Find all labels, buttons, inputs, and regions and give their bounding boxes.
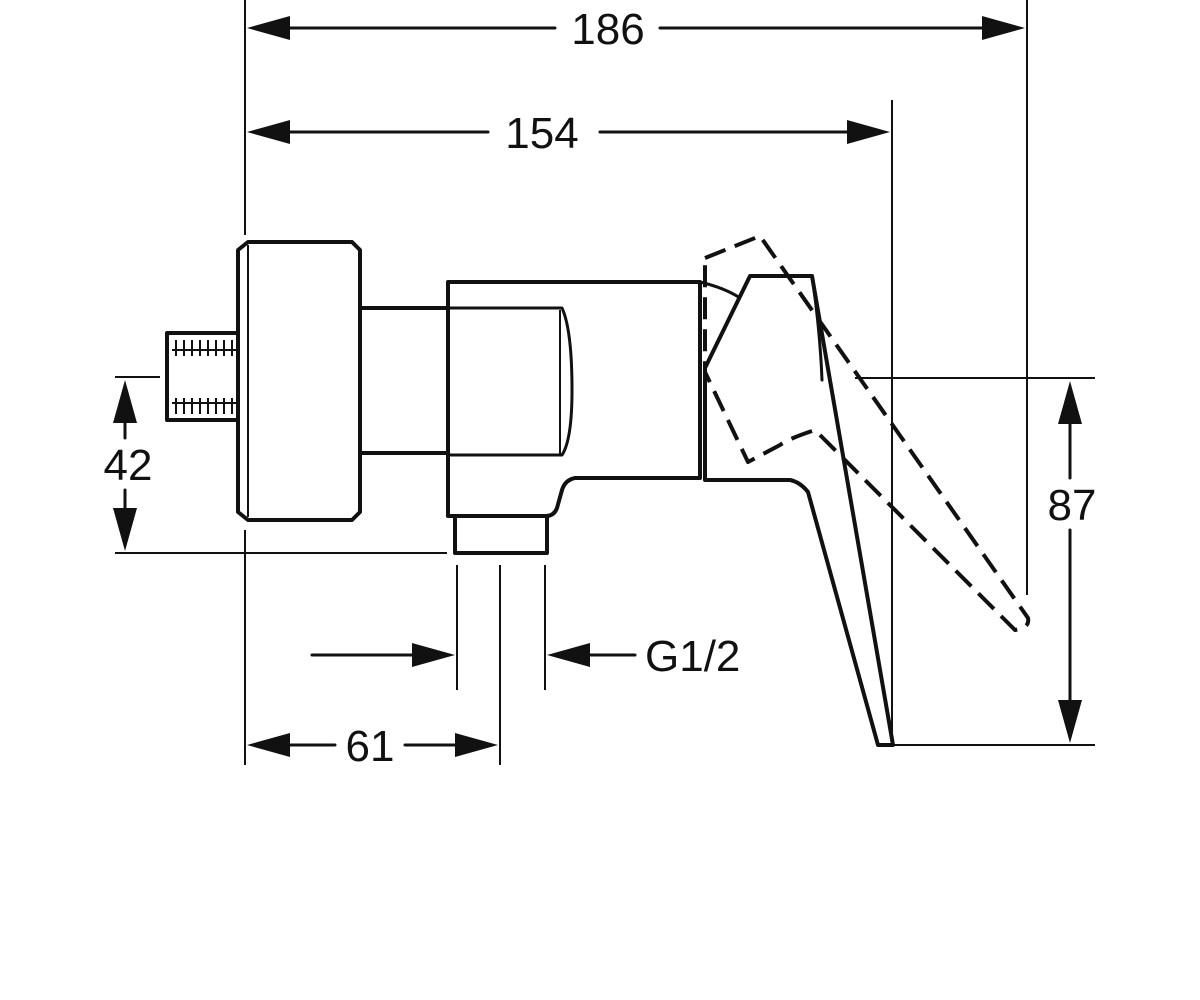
faucet-body <box>165 234 1031 747</box>
outlet-nozzle <box>453 514 549 555</box>
body-length-label: 154 <box>505 109 578 158</box>
dimension-thread-size: G1/2 <box>310 632 740 681</box>
inlet-height-label: 42 <box>104 441 153 490</box>
handle-height-label: 87 <box>1048 481 1097 530</box>
extension-lines <box>115 0 1095 765</box>
threaded-inlet <box>165 331 242 422</box>
dimension-inlet-height: 42 <box>104 380 153 551</box>
main-mixer-body <box>446 280 702 518</box>
outlet-offset-label: 61 <box>346 722 395 771</box>
wall-flange <box>236 240 362 522</box>
thread-size-label: G1/2 <box>645 632 740 681</box>
dimension-handle-height: 87 <box>1048 381 1097 743</box>
connecting-neck <box>358 306 450 455</box>
dimension-body-length: 154 <box>247 109 890 158</box>
dimension-overall-length: 186 <box>247 5 1025 54</box>
lever-handle-alternate-position <box>703 234 1031 632</box>
dimension-outlet-offset: 61 <box>247 722 498 771</box>
overall-length-label: 186 <box>571 5 644 54</box>
lever-handle <box>703 274 895 747</box>
